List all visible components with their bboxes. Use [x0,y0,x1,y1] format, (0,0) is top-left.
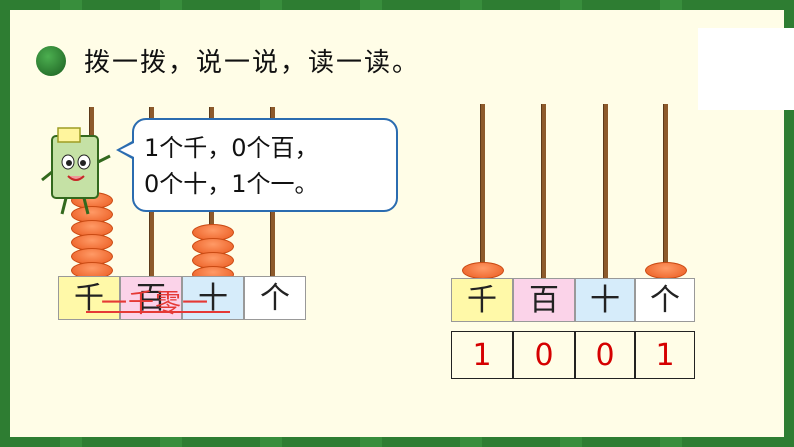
place-cell-tens: 十 [182,276,244,320]
place-cell-ones: 个 [635,278,695,322]
green-dot-icon [36,46,66,76]
place-cell-thousands: 千 [451,278,513,322]
corner-white-box [698,28,794,110]
number-reading: 一千零一 [100,289,209,319]
speech-bubble-tail-fill [120,143,134,157]
abacus-rod-hundreds [541,104,546,280]
digit-thousands: 1 [451,331,513,379]
instruction-heading: 拨一拨，说一说，读一读。 [84,48,421,78]
digit-tens: 0 [575,331,635,379]
speech-bubble: 1个千，0个百， 0个十，1个一。 [132,118,398,212]
digit-hundreds: 0 [513,331,575,379]
digit-ones: 1 [635,331,695,379]
place-cell-ones: 个 [244,276,306,320]
abacus-rod-ones [663,104,668,280]
place-cell-tens: 十 [575,278,635,322]
abacus-rod-thousands [480,104,485,280]
speech-line-2: 0个十，1个一。 [144,170,319,198]
abacus-bead[interactable] [645,262,687,279]
abacus-rod-tens [603,104,608,280]
speech-line-1: 1个千，0个百， [144,134,319,162]
abacus-bead[interactable] [462,262,504,279]
slide-panel: 拨一拨，说一说，读一读。 [10,10,794,437]
green-book-mascot-icon [41,127,111,215]
place-cell-hundreds: 百 [513,278,575,322]
reading-underline [86,311,230,313]
